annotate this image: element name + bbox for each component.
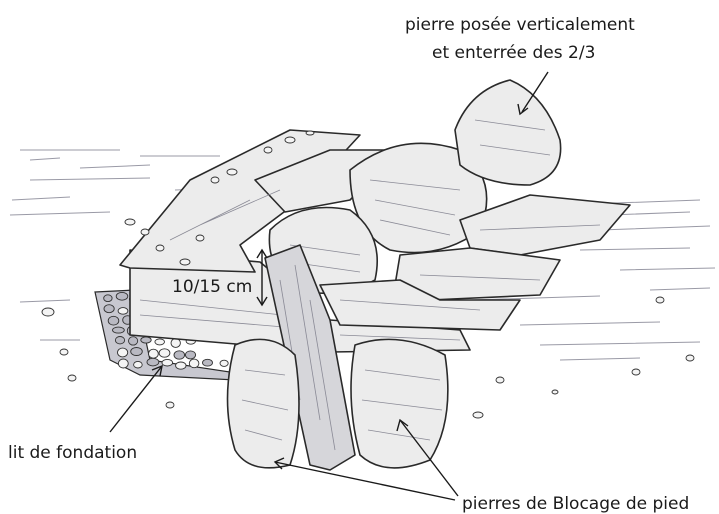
foundation-pebble bbox=[203, 359, 213, 366]
vertical-stone-label-line1: pierre posée verticalement bbox=[405, 15, 635, 35]
foundation-pebble bbox=[104, 305, 114, 313]
foundation-pebble bbox=[155, 339, 165, 345]
foundation-pebble bbox=[118, 359, 128, 368]
foundation-pebble bbox=[189, 359, 199, 368]
foundation-pebble bbox=[185, 351, 195, 359]
foundation-pebble bbox=[118, 348, 128, 357]
depth-label: 10/15 cm bbox=[172, 277, 252, 297]
foundation-pebble bbox=[134, 361, 143, 368]
foundation-pebble bbox=[149, 349, 159, 358]
foundation-pebble bbox=[147, 358, 159, 366]
foundation-pebble bbox=[174, 351, 185, 359]
foundation-pebble bbox=[141, 337, 151, 343]
foundation-pebble bbox=[159, 349, 170, 357]
foundation-pebble bbox=[129, 337, 138, 345]
foundation-pebble bbox=[116, 292, 128, 300]
vertical-stone-label-line2: et enterrée des 2/3 bbox=[432, 43, 595, 63]
foundation-pebble bbox=[131, 348, 143, 356]
foundation-pebble bbox=[104, 295, 112, 302]
foundation-pebble bbox=[162, 359, 173, 366]
foundation-pebble bbox=[220, 360, 228, 366]
foundation-pebble bbox=[115, 337, 124, 344]
foundation-annotation: lit de fondation bbox=[8, 366, 162, 463]
blocking-stones-label: pierres de Blocage de pied bbox=[462, 494, 689, 514]
foundation-pebble bbox=[118, 308, 128, 315]
foundation-pebble bbox=[176, 362, 186, 369]
foundation-pebble bbox=[108, 316, 119, 325]
foundation-pebble bbox=[113, 327, 125, 333]
foundation-label: lit de fondation bbox=[8, 443, 137, 463]
